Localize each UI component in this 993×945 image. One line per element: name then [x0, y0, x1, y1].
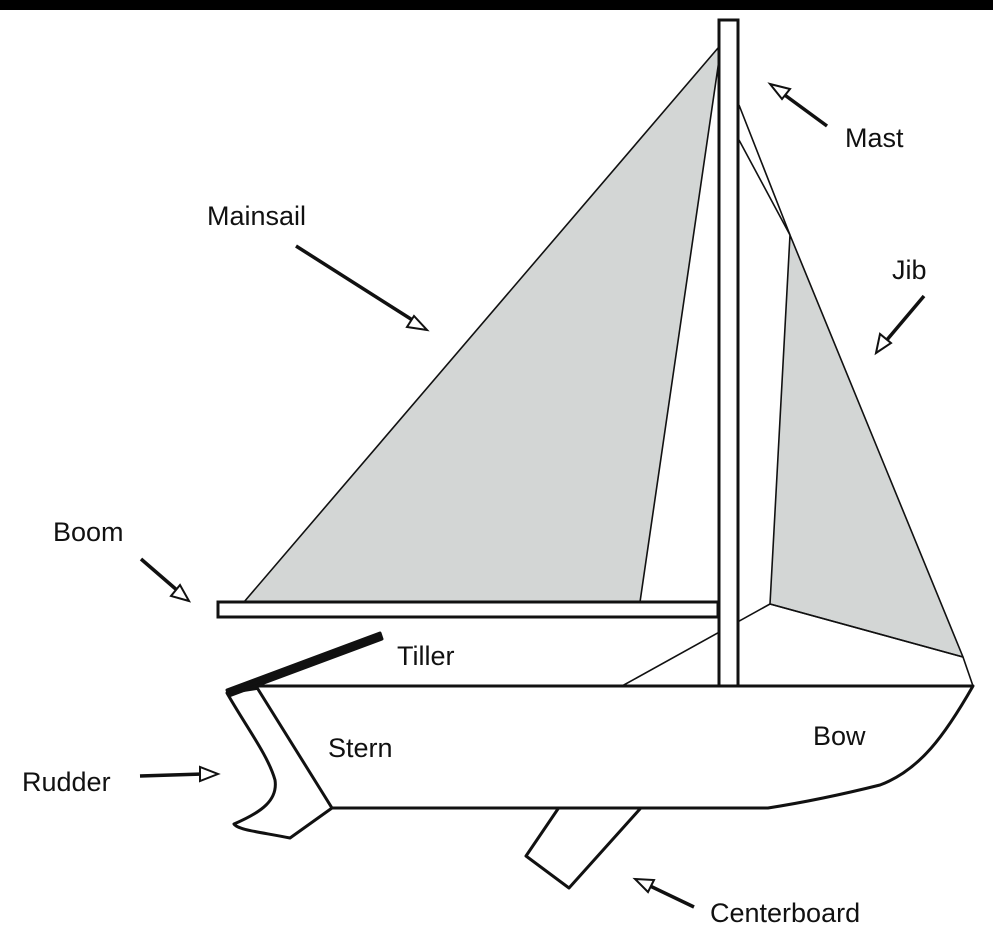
jib-stay — [738, 139, 791, 236]
tiller — [225, 631, 384, 698]
mainsail — [243, 47, 720, 603]
boom-arrow — [139, 557, 192, 603]
label-tiller: Tiller — [397, 641, 455, 671]
label-centerboard: Centerboard — [710, 898, 860, 928]
jib-tack-line — [962, 656, 974, 687]
rudder-arrow — [139, 765, 221, 783]
jib — [769, 234, 964, 658]
mainsail-arrow — [295, 244, 430, 332]
label-rudder: Rudder — [22, 767, 111, 797]
jib-arrow — [874, 294, 926, 356]
label-jib: Jib — [892, 255, 927, 285]
mast — [717, 18, 740, 688]
mast-arrow — [767, 82, 829, 128]
rudder — [225, 686, 334, 840]
label-mainsail: Mainsail — [207, 201, 306, 231]
centerboard — [524, 798, 650, 890]
centerboard-arrow — [632, 877, 695, 909]
hull — [254, 684, 975, 810]
label-mast: Mast — [845, 123, 904, 153]
boom — [216, 600, 720, 619]
cockpit-line — [621, 603, 771, 687]
label-bow: Bow — [813, 721, 866, 751]
forestay — [738, 104, 791, 236]
jib-foot-line — [769, 603, 964, 658]
top-border-bar — [0, 0, 993, 10]
label-stern: Stern — [328, 733, 393, 763]
label-boom: Boom — [53, 517, 124, 547]
